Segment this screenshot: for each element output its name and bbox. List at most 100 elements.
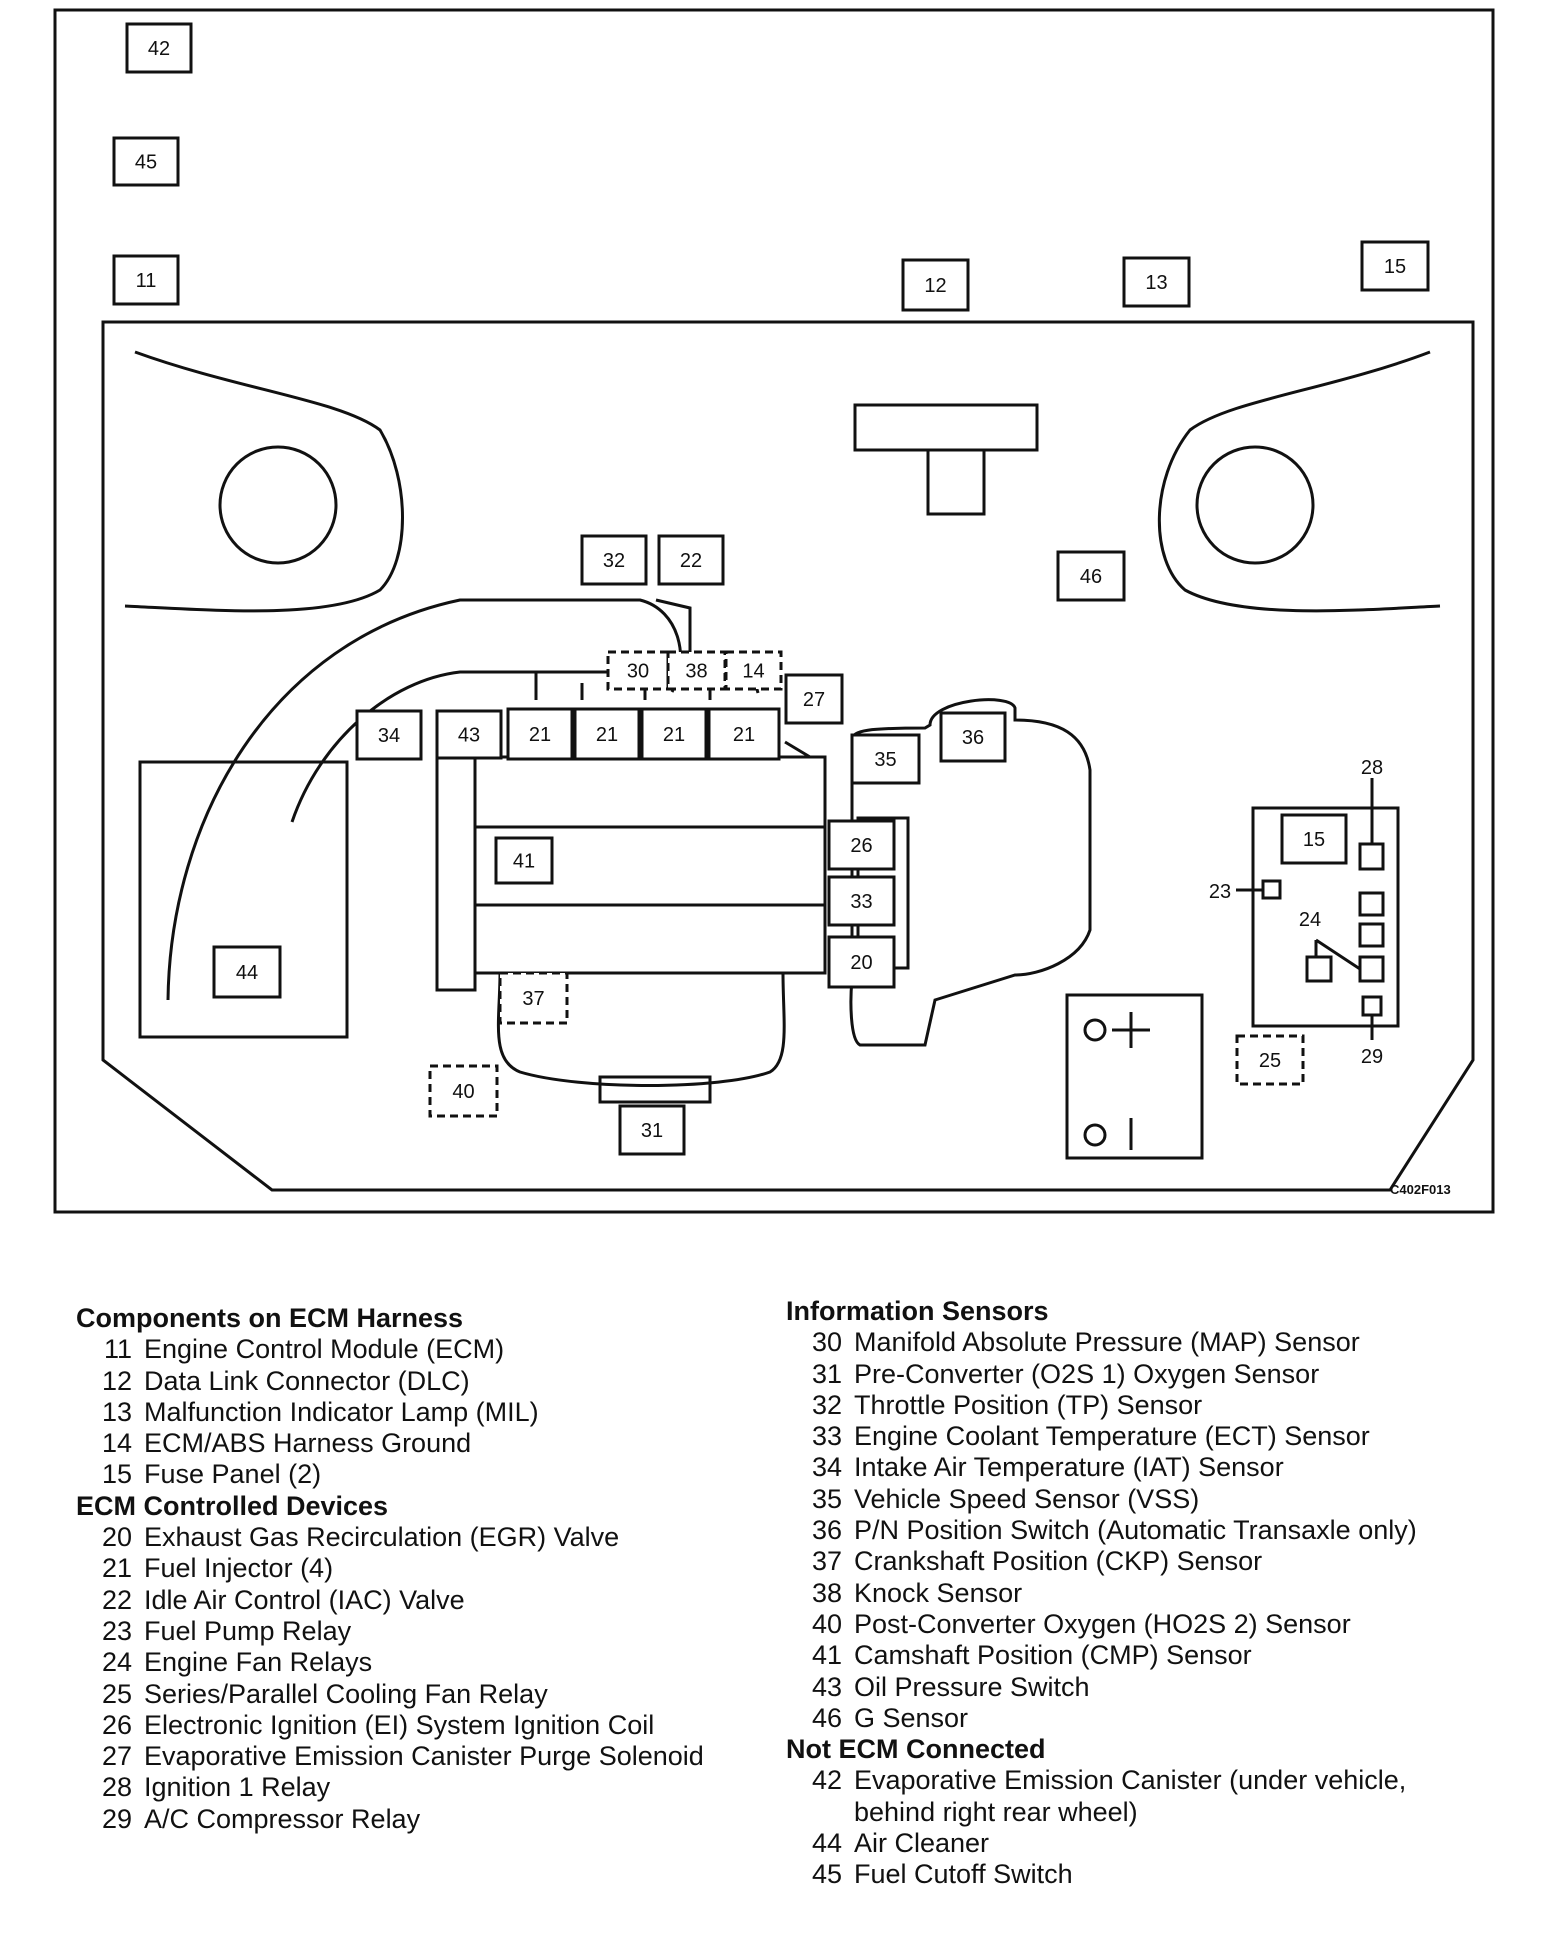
callout-number: 26	[850, 835, 872, 857]
callout-box	[573, 707, 641, 761]
left-strut-circle	[218, 445, 338, 565]
callout-number: 20	[850, 952, 872, 974]
callout-box	[827, 875, 896, 927]
legend-item-number: 26	[101, 1709, 132, 1740]
legend-item-text: Crankshaft Position (CKP) Sensor	[854, 1546, 1263, 1577]
callout-46: 46	[1056, 550, 1126, 602]
callout-44: 44	[212, 945, 282, 999]
callout-number: 25	[1259, 1050, 1281, 1072]
callout-box	[580, 534, 648, 586]
callout-34: 34	[355, 709, 423, 761]
legend-item-text: Air Cleaner	[854, 1828, 990, 1859]
engine-bay-outline	[101, 320, 1475, 1192]
legend-item-number: 40	[811, 1608, 842, 1639]
legend-item-text: Evaporative Emission Canister (under veh…	[854, 1765, 1407, 1796]
hood-latch-post	[926, 448, 986, 516]
legend-item-text: Data Link Connector (DLC)	[144, 1365, 470, 1396]
legend-item-number: 43	[811, 1671, 842, 1702]
callout-37: 37	[498, 971, 569, 1025]
callout-36: 36	[939, 711, 1007, 763]
callout-box	[666, 650, 727, 691]
callout-number: 38	[685, 661, 707, 683]
callout-number: 42	[148, 38, 170, 60]
battery	[1065, 993, 1204, 1160]
legend-item-number: 29	[101, 1803, 132, 1834]
callout-box	[827, 819, 896, 871]
callout-21c: 21	[640, 707, 708, 761]
legend-item: 37 Crankshaft Position (CKP) Sensor	[786, 1546, 1506, 1577]
legend-item: 12 Data Link Connector (DLC)	[76, 1366, 766, 1397]
callout-box	[1360, 240, 1430, 292]
legend-item-number: 46	[811, 1702, 842, 1733]
callout-13: 13	[1122, 256, 1191, 308]
callout-number: 31	[641, 1120, 663, 1142]
relay-panel	[1251, 806, 1400, 1028]
legend-item-number: 28	[101, 1772, 132, 1803]
relay-23	[1261, 879, 1282, 900]
callout-number: 12	[924, 275, 946, 297]
callout-number: 35	[874, 749, 896, 771]
air-cleaner-housing	[138, 760, 349, 1039]
battery-plus-sign	[1112, 1012, 1150, 1048]
callout-number: 41	[513, 851, 535, 873]
callout-box	[827, 935, 896, 989]
callout-box	[707, 707, 781, 761]
callout-box	[606, 650, 670, 691]
legend-item-text: P/N Position Switch (Automatic Transaxle…	[854, 1515, 1417, 1546]
relay-24-leads	[1314, 938, 1361, 971]
relay-box-b	[1358, 922, 1385, 948]
callout-21b: 21	[573, 707, 641, 761]
diagram-frame	[53, 8, 1495, 1214]
legend-item-text: Idle Air Control (IAC) Valve	[144, 1584, 465, 1615]
legend-item-text: Pre-Converter (O2S 1) Oxygen Sensor	[854, 1358, 1320, 1389]
legend-item: 46 G Sensor	[786, 1703, 1506, 1734]
controlled-heading: ECM Controlled Devices	[76, 1490, 389, 1521]
callout-11: 11	[112, 254, 180, 306]
callout-box	[1122, 256, 1191, 308]
legend-item-text: Series/Parallel Cooling Fan Relay	[144, 1678, 548, 1709]
legend-item-text: Camshaft Position (CMP) Sensor	[854, 1640, 1252, 1671]
callout-box	[1280, 813, 1348, 865]
callout-number: 22	[680, 550, 702, 572]
legend-item-number: 25	[101, 1678, 132, 1709]
legend-item-number: 15	[101, 1459, 132, 1490]
legend-item-text: Knock Sensor	[854, 1577, 1023, 1608]
left-strut-tower	[124, 350, 404, 613]
legend-item-text: G Sensor	[854, 1702, 969, 1733]
callout-24: 24	[1299, 909, 1321, 931]
legend-item-number: 23	[101, 1615, 132, 1646]
legend-item-text: Engine Coolant Temperature (ECT) Sensor	[854, 1421, 1370, 1452]
legend-item-number: 41	[811, 1640, 842, 1671]
legend-item-number: 11	[103, 1334, 132, 1365]
right-strut-circle	[1195, 445, 1315, 565]
legend-item-number: 32	[811, 1389, 842, 1420]
callout-28: 28	[1361, 757, 1383, 779]
legend-item-text: Evaporative Emission Canister Purge Sole…	[144, 1741, 704, 1772]
legend-item-text: Oil Pressure Switch	[854, 1671, 1090, 1702]
callout-number: 21	[663, 724, 685, 746]
engine-top-line	[784, 740, 811, 759]
callout-number: 44	[236, 962, 258, 984]
diagram-code: C402F013	[1390, 1182, 1451, 1197]
legend-item-number: 12	[101, 1365, 132, 1396]
callout-box	[112, 254, 180, 306]
legend-item-number: 37	[811, 1546, 842, 1577]
right-strut-tower	[1157, 350, 1441, 613]
callout-32: 32	[580, 534, 648, 586]
callout-29: 29	[1361, 1046, 1383, 1068]
legend-item-text: Malfunction Indicator Lamp (MIL)	[144, 1396, 539, 1427]
callout-21a: 21	[506, 707, 574, 761]
